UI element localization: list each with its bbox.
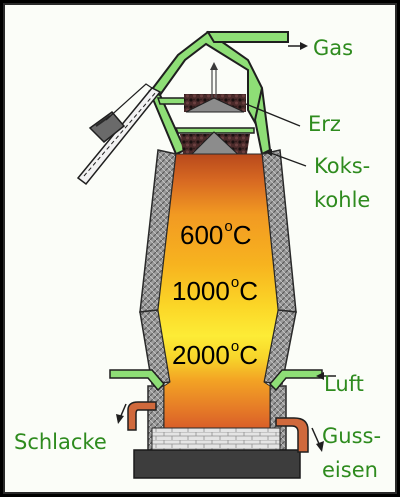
iron-arrow-line: [311, 427, 321, 447]
temperature-label-middle: 1000oC: [172, 274, 258, 306]
temperature-label-bottom: 2000oC: [172, 338, 258, 370]
slag-arrow-head: [116, 414, 124, 424]
temperature-label-top: 600oC: [180, 218, 252, 250]
label-iron-line2: eisen: [322, 458, 378, 482]
label-iron-line1: Guss-: [322, 424, 382, 448]
furnace-base: [133, 449, 301, 479]
coke-pointer-head: [264, 149, 272, 156]
label-ore: Erz: [308, 112, 341, 136]
iron-arrow-head: [316, 441, 324, 452]
skip-car: [88, 110, 126, 144]
label-coke-line2: kohle: [314, 188, 371, 212]
skip-car-load: [95, 115, 111, 127]
skip-hoist-ladder: [83, 91, 157, 177]
skip-cable: [105, 83, 153, 121]
slag-tap-pipe: [127, 401, 157, 431]
left-tuyere: [109, 369, 166, 392]
air-arrow-head: [316, 372, 324, 380]
gas-arrow-head: [300, 42, 308, 50]
label-air: Luft: [324, 372, 364, 396]
hood-bar: [174, 127, 255, 134]
ore-pointer: [245, 103, 301, 127]
iron-tap-pipe: [275, 417, 309, 453]
label-coke-line1: Koks-: [314, 154, 371, 178]
bell-rod-top: [210, 62, 218, 70]
coke-pointer-line: [267, 151, 307, 167]
upper-bell: [185, 97, 245, 113]
hearth-bricks: [151, 427, 281, 451]
label-slag: Schlacke: [14, 430, 107, 454]
bell-rod: [211, 70, 217, 98]
label-gas: Gas: [313, 36, 354, 60]
gas-duct: [206, 31, 289, 43]
